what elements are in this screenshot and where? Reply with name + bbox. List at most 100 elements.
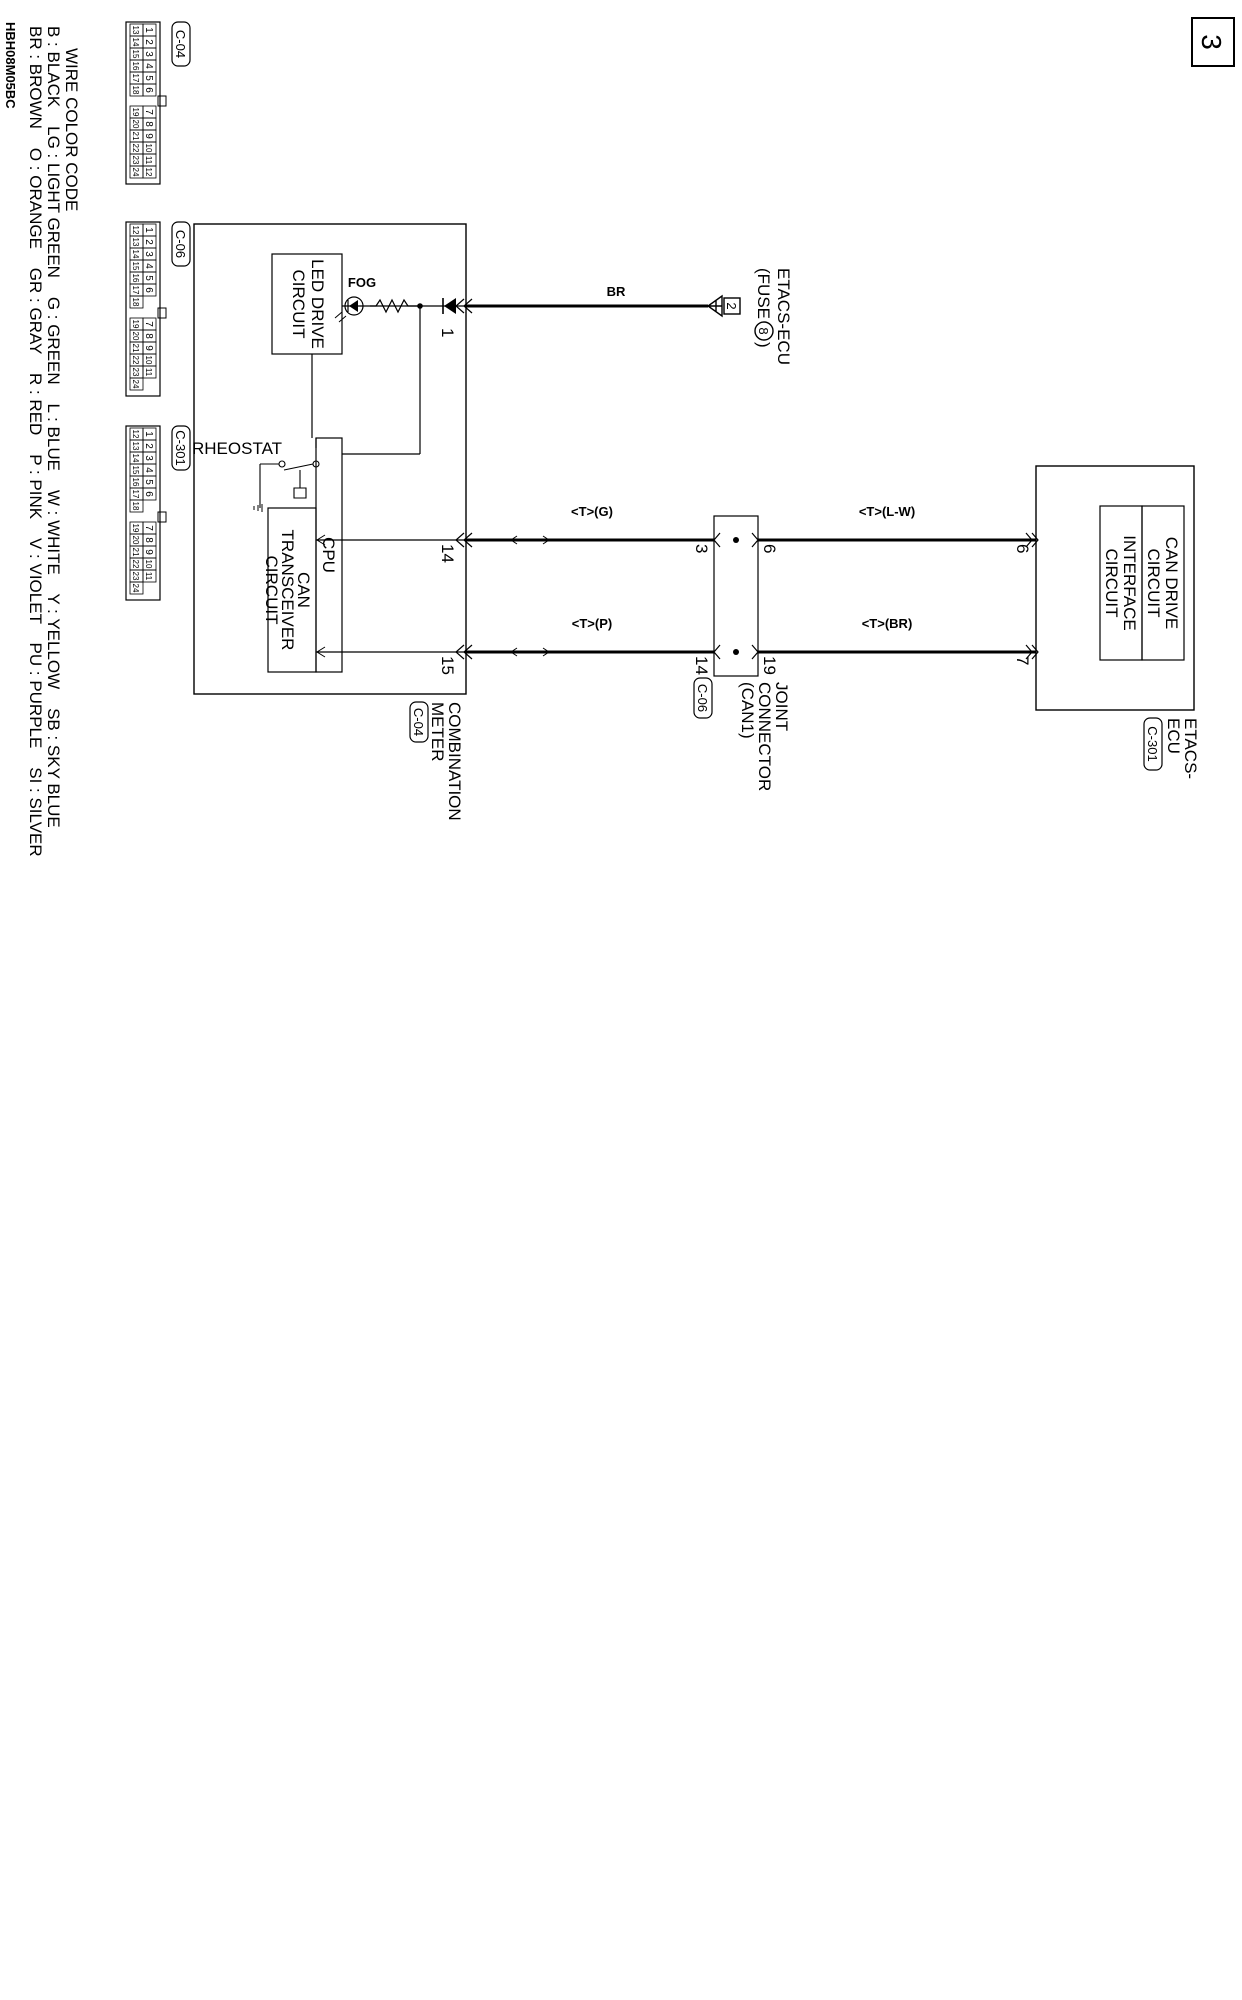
connector-pin-number: 21 <box>131 548 140 557</box>
connector-pin-number: 10 <box>144 560 153 569</box>
connector-pin-number: 23 <box>131 368 140 377</box>
diode-symbol <box>444 298 456 314</box>
meter-pin-15: 15 <box>438 656 457 675</box>
can-transceiver-box <box>267 507 317 673</box>
connector-pin-number: 5 <box>143 479 154 485</box>
meter-pin-14: 14 <box>438 544 457 563</box>
wire-color-code-title: WIRE COLOR CODE <box>62 48 81 211</box>
etacs-ecu-name-2: ECU <box>1164 718 1183 754</box>
connector-pin-number: 16 <box>131 478 140 487</box>
connector-view-body <box>125 221 161 397</box>
fuse-terminal: 2 <box>724 302 739 309</box>
etacs-connector-id: C-301 <box>1145 726 1160 761</box>
connector-pin-number: 3 <box>143 251 154 257</box>
joint-connector-name-1: JOINT <box>772 682 791 731</box>
connector-pin-number: 4 <box>143 63 154 69</box>
connector-pin-number: 17 <box>131 490 140 499</box>
connector-view-c-06: C-06123456789101112131415161718192021222… <box>125 221 191 397</box>
svg-text:CAN: CAN <box>294 572 313 608</box>
connector-pin-number: 16 <box>131 274 140 283</box>
svg-text:INTERFACE: INTERFACE <box>1120 535 1139 630</box>
connector-pin-number: 13 <box>131 26 140 35</box>
connector-pin-number: 20 <box>131 332 140 341</box>
connector-pin-number: 14 <box>131 250 140 259</box>
connector-pin-number: 12 <box>131 226 140 235</box>
joint-connector-name-3: (CAN1) <box>738 682 757 739</box>
joint-connector-box <box>713 515 759 677</box>
connector-pin-number: 3 <box>143 51 154 57</box>
connector-pin-number: 6 <box>143 87 154 93</box>
connector-pin-number: 18 <box>131 502 140 511</box>
combination-meter-box <box>193 223 467 695</box>
meter-name-2: METER <box>428 702 447 762</box>
connector-pin-number: 20 <box>131 536 140 545</box>
connector-pin-number: 1 <box>143 227 154 233</box>
meter-pin-1: 1 <box>438 328 457 337</box>
connector-pin-number: 9 <box>143 133 154 139</box>
connector-latch <box>157 307 167 319</box>
connector-pin-number: 12 <box>131 430 140 439</box>
connector-pin-cell <box>129 377 144 391</box>
connector-pin-number: 10 <box>144 356 153 365</box>
led-drive-circuit-box <box>271 253 343 355</box>
connector-latch <box>157 95 167 107</box>
connector-pin-number: 9 <box>143 345 154 351</box>
etacs-pin-6: 6 <box>1013 544 1032 553</box>
connector-pin-number: 11 <box>144 572 153 581</box>
connector-latch <box>157 511 167 523</box>
connector-pin-number: 1 <box>143 431 154 437</box>
interface-circuit-box <box>1099 505 1143 661</box>
wire-color-code: WIRE COLOR CODE B : BLACK LG : LIGHT GRE… <box>26 26 81 857</box>
connector-pin-number: 24 <box>131 584 140 593</box>
connector-view-id: C-04 <box>173 30 188 58</box>
connector-pin-number: 21 <box>131 344 140 353</box>
connector-pin-number: 17 <box>131 286 140 295</box>
fog-led-symbol <box>344 296 364 316</box>
joint-pin-14: 14 <box>692 656 711 675</box>
rheostat-label: RHEOSTAT <box>192 439 282 458</box>
connector-view-body <box>125 21 161 185</box>
connector-pin-cell <box>129 165 144 179</box>
connector-view-badge <box>171 425 191 471</box>
connector-view-id: C-06 <box>173 230 188 258</box>
connector-pin-number: 7 <box>143 525 154 531</box>
connector-pin-number: 11 <box>144 368 153 377</box>
connector-pin-number: 9 <box>143 549 154 555</box>
power-wire-color: BR <box>607 284 626 299</box>
connector-pin-number: 15 <box>131 262 140 271</box>
etacs-fuse-source: ETACS-ECU (FUSE 8 ) 2 <box>706 268 793 365</box>
svg-text:LED DRIVE: LED DRIVE <box>308 259 327 349</box>
meter-connector-badge <box>409 701 429 743</box>
connector-pin-number: 10 <box>144 144 153 153</box>
connector-pin-number: 22 <box>131 560 140 569</box>
connector-pin-number: 12 <box>144 168 153 177</box>
connector-pin-number: 14 <box>131 454 140 463</box>
svg-text:CIRCUIT: CIRCUIT <box>289 270 308 339</box>
joint-connector-badge <box>693 677 713 719</box>
rheostat-switch <box>283 463 314 499</box>
connector-pin-number: 23 <box>131 156 140 165</box>
connector-pin-number: 18 <box>131 298 140 307</box>
etacs-ecu-box <box>1035 465 1195 711</box>
connector-view-c-301: C-30112345678910111213141516171819202122… <box>125 425 191 601</box>
drawing-code: HBH08M05BC <box>3 22 18 109</box>
connector-pin-number: 4 <box>143 467 154 473</box>
fuse-label: (FUSE <box>754 268 773 319</box>
combination-meter: FOG LED DRIVE CIRCUIT CPU CAN TRANSCEIVE… <box>192 223 467 821</box>
etacs-ecu-name-1: ETACS- <box>1181 718 1200 779</box>
fuse-number: 8 <box>756 327 771 334</box>
wire-color-code-line-1: B : BLACK LG : LIGHT GREEN G : GREEN L :… <box>44 26 63 828</box>
fuse-number-circle <box>754 321 774 341</box>
connector-view-body <box>125 425 161 601</box>
connector-pin-number: 13 <box>131 238 140 247</box>
connector-pin-number: 1 <box>143 27 154 33</box>
fuse-source-name: ETACS-ECU <box>774 268 793 365</box>
connector-pin-number: 22 <box>131 356 140 365</box>
can-l-left-color: <T>(P) <box>572 616 612 631</box>
can-h-right-color: <T>(L-W) <box>859 504 915 519</box>
connector-pin-number: 22 <box>131 144 140 153</box>
power-wire: BR 1 <box>438 284 708 337</box>
connector-pin-number: 6 <box>143 287 154 293</box>
connector-view-id: C-301 <box>173 430 188 465</box>
